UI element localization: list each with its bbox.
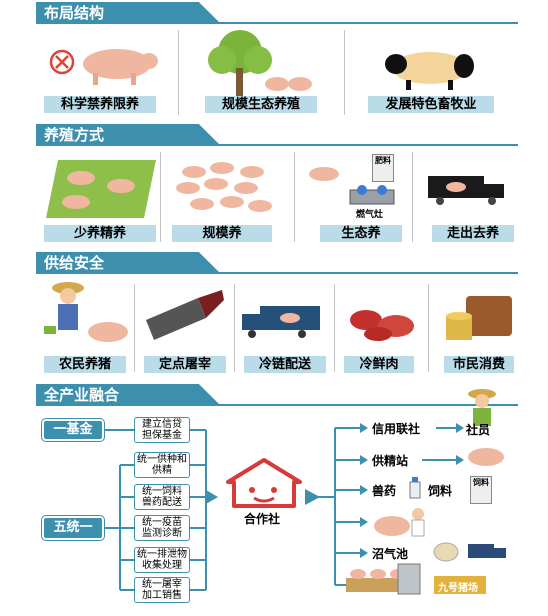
vet-pig-icon	[374, 508, 425, 537]
farmer-icon	[44, 282, 128, 342]
label-layout-2: 规模生态养殖	[205, 96, 317, 113]
label-layout-3: 发展特色畜牧业	[368, 96, 494, 113]
pig-farm-sign: 九号猪场	[438, 583, 478, 594]
truck-icon	[428, 176, 504, 205]
section-divider	[36, 404, 518, 406]
section-header-integration: 全产业融合	[36, 384, 221, 406]
separator	[428, 284, 429, 372]
cleaver-icon	[146, 290, 224, 340]
feed-label: 饲料	[428, 484, 453, 498]
unify-item-4: 统一排泄物 收集处理	[134, 547, 190, 573]
label-supply-3: 冷链配送	[244, 356, 326, 373]
label-supply-1: 农民养猪	[44, 356, 126, 373]
pig-herd-icon	[176, 162, 272, 212]
separator	[412, 152, 413, 242]
label-supply-4: 冷鲜肉	[344, 356, 414, 373]
label-supply-5: 市民消费	[444, 356, 514, 373]
pig-icon	[468, 448, 504, 466]
label-layout-1: 科学禁养限养	[44, 96, 156, 113]
forbidden-icon	[49, 49, 75, 75]
grass-field-icon	[46, 160, 156, 218]
medicine-bottle-icon	[409, 477, 421, 499]
fertilizer-bag: 肥料	[372, 154, 394, 182]
section-divider	[36, 22, 518, 24]
fund-box: 一基金	[41, 418, 105, 442]
label-supply-2: 定点屠宰	[144, 356, 226, 373]
separator	[178, 30, 179, 115]
unify-item-1: 统一供种和 供精	[134, 452, 190, 478]
label-method-3: 生态养	[320, 225, 402, 242]
credit-guarantee-fund: 建立信贷 担保基金	[134, 417, 190, 443]
stove-label: 燃气灶	[356, 210, 384, 220]
biogas-label: 沼气池	[372, 547, 409, 561]
separator	[294, 152, 295, 242]
section-divider	[36, 144, 518, 146]
separator	[160, 152, 161, 242]
section-header-supply: 供给安全	[36, 252, 221, 274]
five-unify-box: 五统一	[41, 515, 105, 541]
feed-bag: 饲料	[470, 476, 492, 504]
pig-icon	[83, 49, 158, 85]
label-method-1: 少养精养	[44, 225, 156, 242]
unify-item-2: 统一饲料 兽药配送	[134, 484, 190, 510]
member-label: 社员	[466, 423, 491, 437]
separator	[234, 284, 235, 372]
biogas-tank-truck-icon	[433, 542, 506, 562]
section-divider	[36, 272, 518, 274]
cooperative-label: 合作社	[244, 512, 281, 526]
vet-medicine-label: 兽药	[372, 484, 397, 498]
label-method-4: 走出去养	[432, 225, 514, 242]
separator	[334, 284, 335, 372]
unify-item-3: 统一疫苗 监测诊断	[134, 515, 190, 541]
tree-icon	[208, 30, 272, 96]
farmer-member-icon	[468, 389, 496, 426]
unify-item-5: 统一屠宰 加工销售	[134, 577, 190, 603]
wallet-icon	[446, 296, 512, 340]
separator	[344, 30, 345, 115]
pig-farm-icon	[346, 563, 486, 595]
semen-station-label: 供精站	[372, 454, 409, 468]
gas-stove-icon	[349, 185, 395, 205]
label-method-2: 规模养	[172, 225, 272, 242]
separator	[134, 284, 135, 372]
piglets-icon	[265, 77, 312, 91]
pig-icon	[309, 167, 339, 181]
cooperative-house-icon	[226, 458, 302, 508]
section-header-layout: 布局结构	[36, 2, 221, 24]
section-header-method: 养殖方式	[36, 124, 221, 146]
meat-icon	[350, 310, 414, 341]
cold-chain-truck-icon	[242, 306, 320, 338]
black-pig-icon	[385, 52, 474, 90]
credit-union-label: 信用联社	[372, 422, 421, 436]
